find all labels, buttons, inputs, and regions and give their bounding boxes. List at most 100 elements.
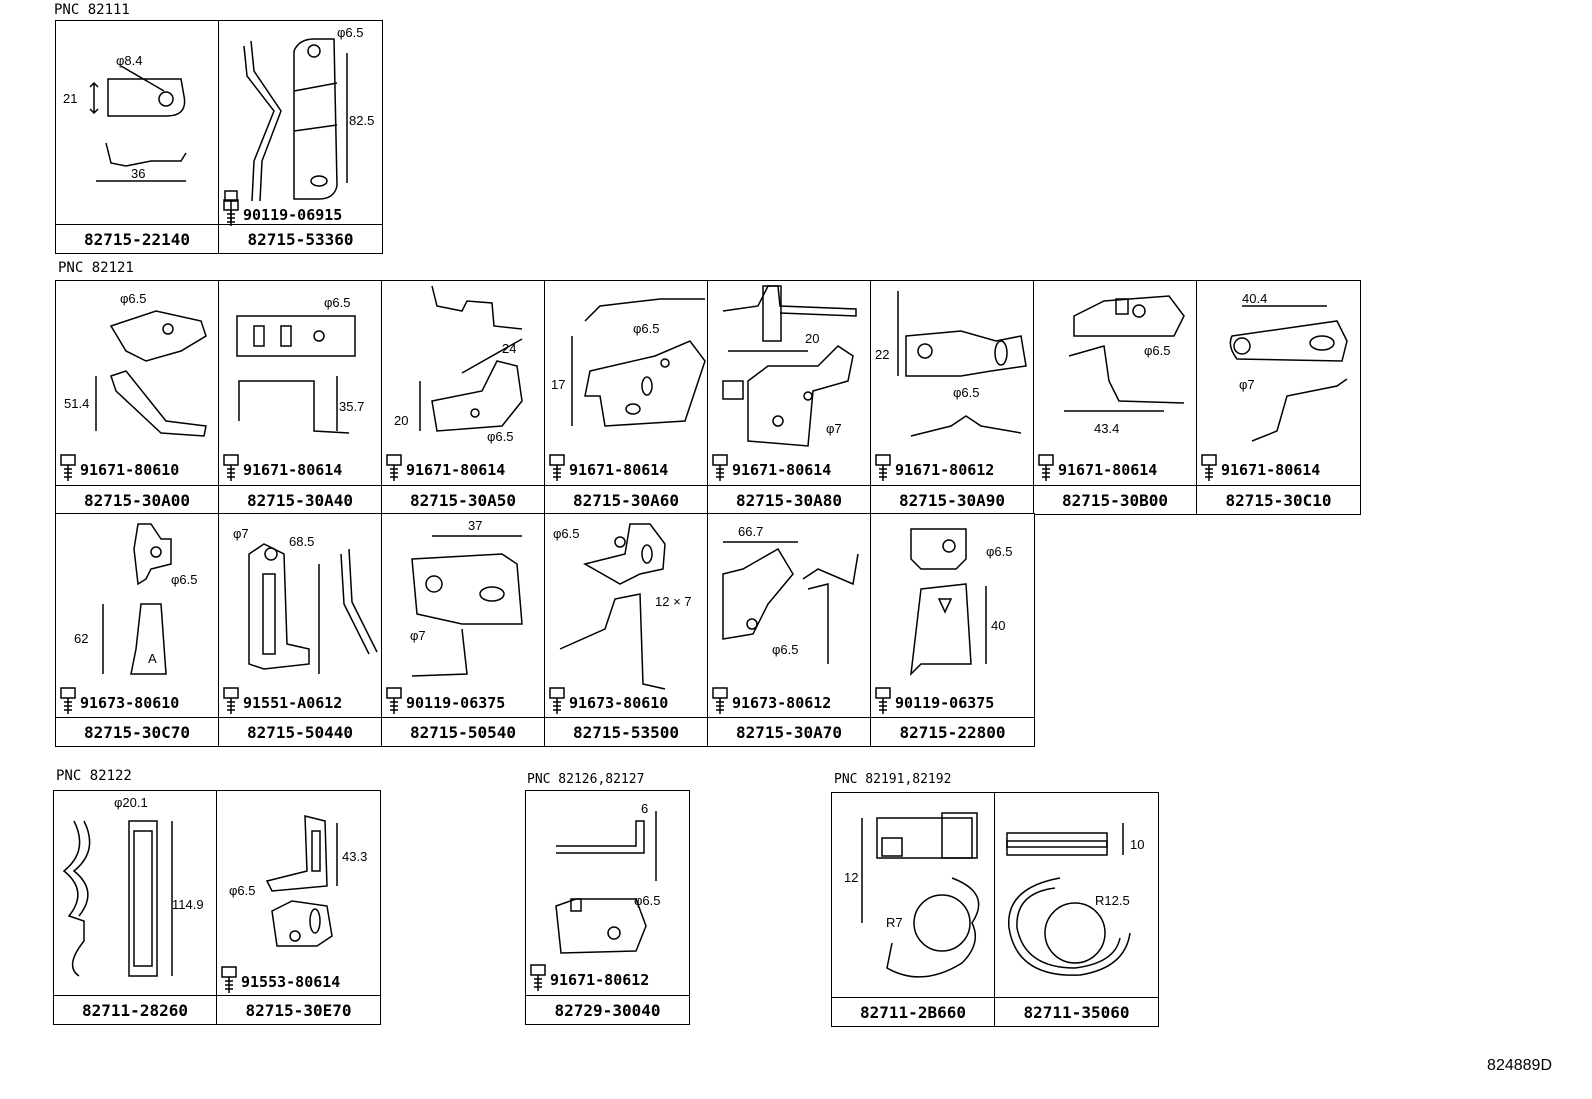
part-number: 82715-30B00	[1034, 485, 1196, 514]
dimension-label: φ6.5	[633, 321, 660, 336]
dimension-label: φ7	[826, 421, 842, 436]
dimension-label: φ6.5	[487, 429, 514, 444]
dimension-label: 20	[805, 331, 820, 346]
part-number: 82711-28260	[54, 995, 216, 1024]
dimension-label: φ7	[1239, 377, 1255, 392]
part-number: 82711-35060	[995, 997, 1158, 1026]
part-cell[interactable]: φ20.1 114.9 82711-28260	[54, 791, 217, 1024]
parts-grid-82191: 12 R7 82711-2B660 10 R12.5 82711-35060	[831, 792, 1159, 1027]
part-cell[interactable]: 10 R12.5 82711-35060	[995, 793, 1158, 1026]
part-number: 82715-30C70	[56, 717, 218, 746]
dimension-label: A	[148, 651, 157, 666]
bolt-part-number: 91551-A0612	[243, 694, 343, 712]
part-cell[interactable]: 20 φ7 91671-80614 82715-30A80	[708, 281, 871, 514]
bracket-drawing-icon	[419, 285, 523, 432]
dimension-label: φ8.4	[116, 53, 143, 68]
part-cell[interactable]: φ6.5 40 90119-06375 82715-22800	[871, 514, 1034, 746]
dimension-label: φ6.5	[324, 295, 351, 310]
dimension-label: φ20.1	[114, 795, 148, 810]
bolt-part-number: 91671-80614	[243, 461, 343, 479]
part-cell[interactable]: φ6.5 51.4 91671-80610 82715-30A00	[56, 281, 219, 514]
part-number: 82715-30A80	[708, 485, 870, 514]
part-number: 82715-30A40	[219, 485, 381, 514]
bolt-icon	[60, 687, 76, 714]
part-number: 82715-30A90	[871, 485, 1033, 514]
bolt-icon	[223, 454, 239, 481]
part-cell[interactable]: φ6.5 62 A 91673-80610 82715-30C70	[56, 514, 219, 746]
bolt-part-number: 91671-80610	[80, 461, 180, 479]
part-number: 82715-50440	[219, 717, 381, 746]
bolt-part-number: 91673-80610	[80, 694, 180, 712]
part-number: 82715-30A50	[382, 485, 544, 514]
bracket-drawing-icon	[265, 815, 338, 947]
bolt-part-number: 91671-80614	[1221, 461, 1321, 479]
part-cell[interactable]: φ7 68.5 91551-A0612 82715-50440	[219, 514, 382, 746]
bolt-part-number: 90119-06915	[243, 206, 343, 224]
bolt-part-number: 91671-80614	[1058, 461, 1158, 479]
dimension-label: R12.5	[1095, 893, 1130, 908]
clamp-drawing-icon	[1006, 823, 1131, 976]
bracket-drawing-icon	[555, 811, 657, 954]
bolt-part-number: 91671-80614	[732, 461, 832, 479]
dimension-label: φ6.5	[120, 291, 147, 306]
dimension-label: φ6.5	[553, 526, 580, 541]
part-cell[interactable]: φ6.5 35.7 91671-80614 82715-30A40	[219, 281, 382, 514]
bracket-drawing-icon	[910, 528, 987, 677]
part-number: 82729-30040	[526, 995, 689, 1024]
part-cell[interactable]: 12 R7 82711-2B660	[832, 793, 995, 1026]
bolt-icon	[221, 966, 237, 993]
bolt-icon	[223, 687, 239, 714]
bolt-icon	[60, 454, 76, 481]
bolt-part-number: 91671-80612	[895, 461, 995, 479]
part-cell[interactable]: φ6.5 82.5 90119-06915 82715-53360	[219, 21, 382, 253]
bracket-drawing-icon	[95, 310, 207, 437]
part-number: 82715-53360	[219, 224, 382, 253]
bracket-drawing-icon	[411, 535, 523, 677]
dimension-label: 10	[1130, 837, 1145, 852]
part-cell[interactable]: 6 φ6.5 91671-80612 82729-30040	[526, 791, 689, 1024]
part-number: 82715-30C10	[1197, 485, 1360, 514]
part-number: 82711-2B660	[832, 997, 994, 1026]
bolt-icon	[223, 199, 239, 226]
part-cell[interactable]: 43.3 φ6.5 91553-80614 82715-30E70	[217, 791, 380, 1024]
dimension-label: 24	[502, 341, 517, 356]
part-number: 82715-30A60	[545, 485, 707, 514]
bolt-part-number: 91671-80614	[406, 461, 506, 479]
part-cell[interactable]: 37 φ7 90119-06375 82715-50540	[382, 514, 545, 746]
bracket-drawing-icon	[248, 543, 378, 674]
dimension-label: 22	[875, 347, 890, 362]
dimension-label: 12	[844, 870, 859, 885]
part-number: 82715-53500	[545, 717, 707, 746]
dimension-label: 37	[468, 518, 483, 533]
part-cell[interactable]: φ6.5 43.4 91671-80614 82715-30B00	[1034, 281, 1197, 514]
bolt-icon	[1038, 454, 1054, 481]
bolt-icon	[875, 454, 891, 481]
part-cell[interactable]: 24 20 φ6.5 91671-80614 82715-30A50	[382, 281, 545, 514]
dimension-label: 62	[74, 631, 89, 646]
pnc-label-82111: PNC 82111	[54, 2, 130, 18]
bolt-part-number: 90119-06375	[406, 694, 506, 712]
part-number: 82715-50540	[382, 717, 544, 746]
part-cell[interactable]: φ6.5 12 × 7 91673-80610 82715-53500	[545, 514, 708, 746]
bolt-part-number: 91671-80612	[550, 971, 650, 989]
parts-grid-82126: 6 φ6.5 91671-80612 82729-30040	[525, 790, 690, 1025]
bracket-drawing-icon	[236, 315, 356, 434]
part-number: 82715-30A70	[708, 717, 870, 746]
dimension-label: 40.4	[1242, 291, 1268, 306]
part-cell[interactable]: φ6.5 17 91671-80614 82715-30A60	[545, 281, 708, 514]
dimension-label: R7	[886, 915, 903, 930]
bracket-drawing-icon	[102, 523, 172, 675]
bolt-icon	[549, 454, 565, 481]
part-cell[interactable]: 22 φ6.5 91671-80612 82715-30A90	[871, 281, 1034, 514]
part-cell[interactable]: 40.4 φ7 91671-80614 82715-30C10	[1197, 281, 1360, 514]
dimension-label: φ6.5	[634, 893, 661, 908]
dimension-label: φ7	[410, 628, 426, 643]
part-cell[interactable]: φ8.4 21 36 82715-22140	[56, 21, 219, 253]
dimension-label: 43.3	[342, 849, 368, 864]
part-cell[interactable]: 66.7 φ6.5 91673-80612 82715-30A70	[708, 514, 871, 746]
part-number: 82715-22800	[871, 717, 1034, 746]
parts-grid-82121-row2: φ6.5 62 A 91673-80610 82715-30C70 φ7 68.…	[55, 513, 1035, 747]
bracket-drawing-icon	[559, 523, 666, 690]
dimension-label: φ6.5	[171, 572, 198, 587]
bolt-icon	[712, 687, 728, 714]
